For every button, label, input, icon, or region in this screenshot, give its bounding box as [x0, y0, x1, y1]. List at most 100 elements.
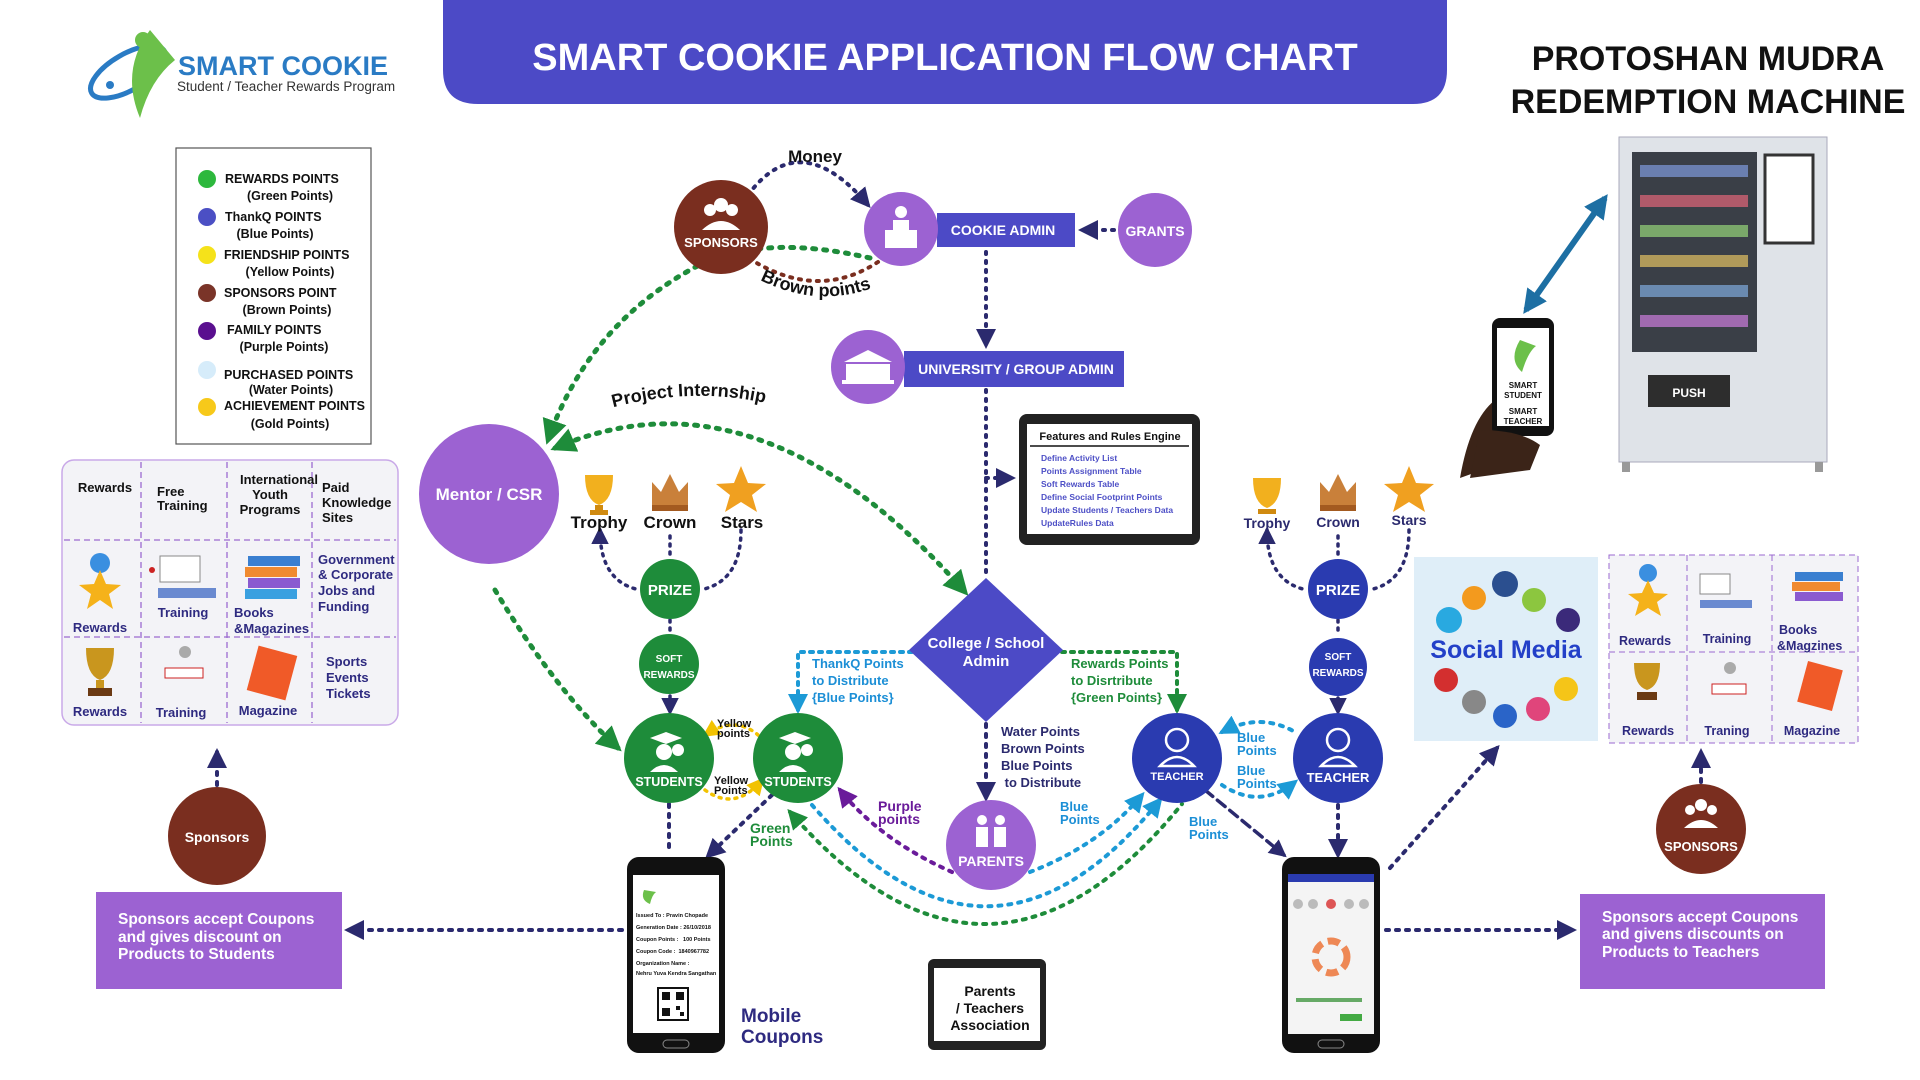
grants-node[interactable]: GRANTS — [1118, 193, 1192, 267]
svg-text:Coupon Points : 100 Points: Coupon Points : 100 Points — [636, 937, 711, 943]
svg-text:College / School: College / School — [928, 635, 1045, 652]
graduates-icon — [779, 732, 813, 772]
svg-text:Rewards: Rewards — [1619, 634, 1671, 648]
star-icon-right — [1384, 466, 1434, 512]
svg-text:Admin: Admin — [963, 653, 1010, 670]
parents-icon — [976, 815, 1006, 847]
coupon-box-left: Sponsors accept Coupons and gives discou… — [96, 892, 342, 989]
green-sponsor-edge — [542, 244, 873, 445]
svg-text:&Magazines: &Magazines — [234, 621, 309, 636]
svg-text:Trophy: Trophy — [1244, 515, 1291, 531]
legend-item-rewards: REWARDS POINTS(Green Points) — [198, 170, 339, 203]
svg-text:Purple: Purple — [878, 798, 922, 814]
cookie-admin-node[interactable]: COOKIE ADMIN — [864, 192, 1075, 266]
college-school-admin-node[interactable]: College / School Admin — [909, 578, 1063, 722]
group-icon — [1684, 799, 1718, 828]
svg-text:Trophy: Trophy — [571, 513, 628, 532]
phone-machine-arrow — [1523, 194, 1608, 314]
pta-tablet: Parents / Teachers Association — [928, 959, 1046, 1050]
svg-text:Sports: Sports — [326, 654, 367, 669]
features-item[interactable]: Define Activity List — [1041, 453, 1117, 463]
svg-text:{Green Points}: {Green Points} — [1071, 690, 1162, 705]
svg-text:Rewards: Rewards — [78, 480, 132, 495]
mentor-csr-node[interactable]: Mentor / CSR — [419, 424, 559, 564]
students-node-1[interactable]: STUDENTS — [624, 713, 714, 803]
vending-machine: PUSH — [1618, 136, 1828, 472]
svg-text:STUDENTS: STUDENTS — [764, 775, 831, 789]
svg-text:ACHIEVEMENT POINTS: ACHIEVEMENT POINTS — [224, 399, 365, 413]
logo-name: SMART COOKIE — [178, 51, 388, 81]
teacher-node-1[interactable]: TEACHER — [1132, 713, 1222, 803]
svg-text:Rewards: Rewards — [1622, 724, 1674, 738]
sponsors-node-top[interactable]: SPONSORS — [674, 180, 768, 274]
star-icon-left — [716, 466, 766, 512]
features-item[interactable]: Update Students / Teachers Data — [1041, 505, 1173, 515]
sponsors-node-right[interactable]: SPONSORS — [1656, 784, 1746, 874]
svg-text:PRIZE: PRIZE — [1316, 582, 1360, 599]
svg-text:PRIZE: PRIZE — [648, 582, 692, 599]
svg-text:Traning: Traning — [1704, 724, 1749, 738]
svg-text:SPONSORS: SPONSORS — [1664, 839, 1738, 854]
svg-text:Products to Teachers: Products to Teachers — [1602, 944, 1759, 961]
legend: REWARDS POINTS(Green Points) ThankQ POIN… — [175, 147, 372, 445]
features-item[interactable]: Define Social Footprint Points — [1041, 492, 1163, 502]
svg-text:Association: Association — [950, 1017, 1029, 1033]
svg-text:PARENTS: PARENTS — [958, 853, 1024, 869]
prize-node-left[interactable]: PRIZE — [640, 559, 700, 619]
svg-text:SPONSORS: SPONSORS — [684, 235, 758, 250]
svg-text:&Magzines: &Magzines — [1777, 639, 1842, 653]
legend-item-thankq: ThankQ POINTS(Blue Points) — [198, 208, 322, 241]
group-icon — [702, 198, 740, 230]
svg-text:Knowledge: Knowledge — [322, 495, 391, 510]
rewards-points-edge — [1060, 650, 1187, 714]
svg-text:ThankQ POINTS: ThankQ POINTS — [225, 210, 322, 224]
university-node[interactable]: UNIVERSITY / GROUP ADMIN — [831, 330, 1124, 404]
prize-node-right[interactable]: PRIZE — [1308, 559, 1368, 619]
coupon-box-right: Sponsors accept Coupons and givens disco… — [1580, 894, 1825, 989]
svg-text:(Purple Points): (Purple Points) — [240, 340, 329, 354]
brown-points-label: Brown points — [758, 266, 872, 301]
social-media-title: Social Media — [1430, 636, 1583, 664]
svg-text:Yellow: Yellow — [717, 718, 752, 730]
svg-text:TEACHER: TEACHER — [1504, 417, 1543, 426]
svg-text:Coupon Code : 1840967782: Coupon Code : 1840967782 — [636, 949, 709, 955]
svg-text:Youth: Youth — [252, 487, 288, 502]
svg-text:Products to Students: Products to Students — [118, 946, 275, 963]
features-rules-engine-panel: Features and Rules Engine Define Activit… — [1019, 414, 1200, 545]
svg-text:(Gold Points): (Gold Points) — [251, 417, 329, 431]
building-icon — [842, 350, 894, 384]
svg-text:REWARDS POINTS: REWARDS POINTS — [225, 172, 339, 186]
svg-text:Programs: Programs — [240, 502, 301, 517]
sponsors-node-left[interactable]: Sponsors — [168, 787, 266, 885]
thankq-edge — [788, 650, 914, 714]
parents-teacher-edge — [1028, 791, 1145, 874]
svg-text:Blue: Blue — [1060, 799, 1088, 814]
features-item[interactable]: Points Assignment Table — [1041, 466, 1142, 476]
svg-text:Blue: Blue — [1237, 763, 1265, 778]
svg-text:Books: Books — [234, 605, 274, 620]
svg-text:Crown: Crown — [1316, 514, 1360, 530]
teacher-node-2[interactable]: TEACHER — [1293, 713, 1383, 803]
svg-text:Events: Events — [326, 670, 369, 685]
svg-text:FRIENDSHIP POINTS: FRIENDSHIP POINTS — [224, 248, 349, 262]
features-item[interactable]: Soft Rewards Table — [1041, 479, 1120, 489]
mobile-coupons-caption: Coupons — [741, 1027, 823, 1048]
features-item[interactable]: UpdateRules Data — [1041, 518, 1114, 528]
parents-node[interactable]: PARENTS — [946, 800, 1036, 890]
trophy-icon — [86, 648, 114, 696]
students-node-2[interactable]: STUDENTS — [753, 713, 843, 803]
svg-text:International: International — [240, 472, 318, 487]
svg-text:Points: Points — [1237, 743, 1277, 758]
page-title: SMART COOKIE APPLICATION FLOW CHART — [532, 37, 1357, 79]
push-button[interactable]: PUSH — [1672, 386, 1705, 400]
svg-text:to Disrtribute: to Disrtribute — [1071, 673, 1153, 688]
teacher-icon — [1318, 727, 1358, 768]
svg-text:Issued To : Pravin Chopade: Issued To : Pravin Chopade — [636, 913, 708, 919]
